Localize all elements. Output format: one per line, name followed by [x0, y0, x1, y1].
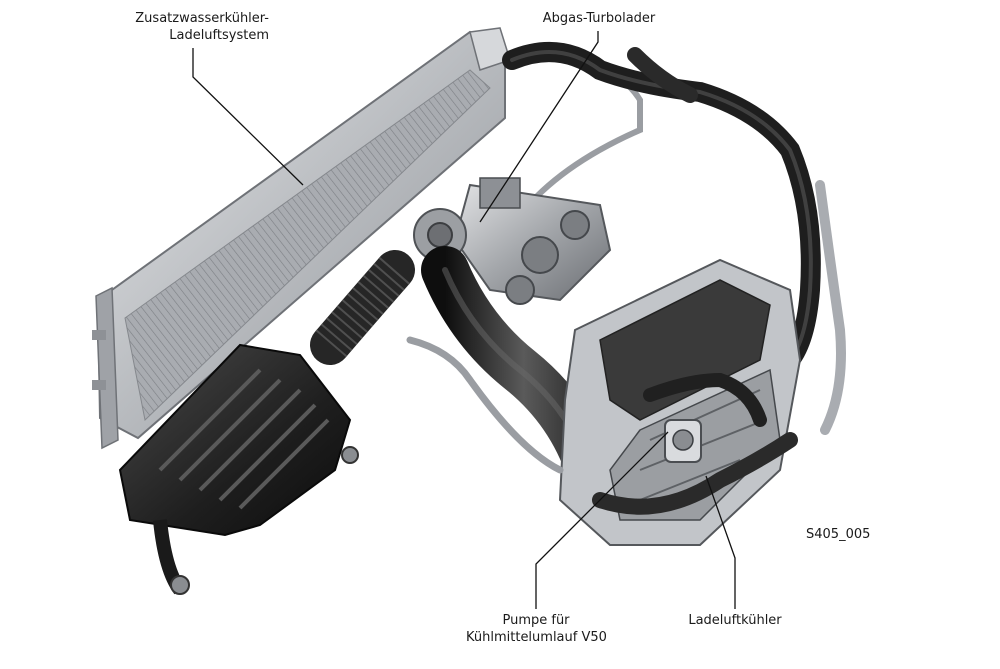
label-pump: Pumpe für Kühlmittelumlauf V50 — [466, 612, 607, 646]
label-turbo: Abgas-Turbolader — [536, 10, 662, 27]
leader-intercooler — [705, 475, 736, 609]
exhaust-turbocharger — [413, 177, 612, 305]
label-pump-line2: Kühlmittelumlauf V50 — [466, 630, 607, 645]
auxiliary-radiator — [92, 27, 511, 450]
bypass-tube — [406, 336, 564, 474]
air-filter-box — [118, 343, 359, 595]
label-pump-line1: Pumpe für — [502, 613, 570, 628]
intake-hose — [310, 250, 415, 365]
lower-hose — [592, 432, 798, 515]
leader-lines — [192, 31, 736, 609]
label-radiator-line2: Ladeluftsystem — [169, 28, 269, 43]
label-intercooler: Ladeluftkühler — [680, 612, 790, 629]
leader-pump — [535, 431, 669, 609]
label-intercooler-line1: Ladeluftkühler — [688, 613, 782, 628]
label-radiator: Zusatzwasserkühler- Ladeluftsystem — [115, 10, 269, 44]
label-turbo-line1: Abgas-Turbolader — [542, 11, 656, 26]
coolant-hose-loop — [502, 42, 846, 435]
label-radiator-line1: Zusatzwasserkühler- — [135, 11, 269, 26]
figure-code: S405_005 — [806, 527, 871, 542]
leader-turbo — [479, 31, 599, 223]
leader-radiator — [192, 48, 304, 186]
